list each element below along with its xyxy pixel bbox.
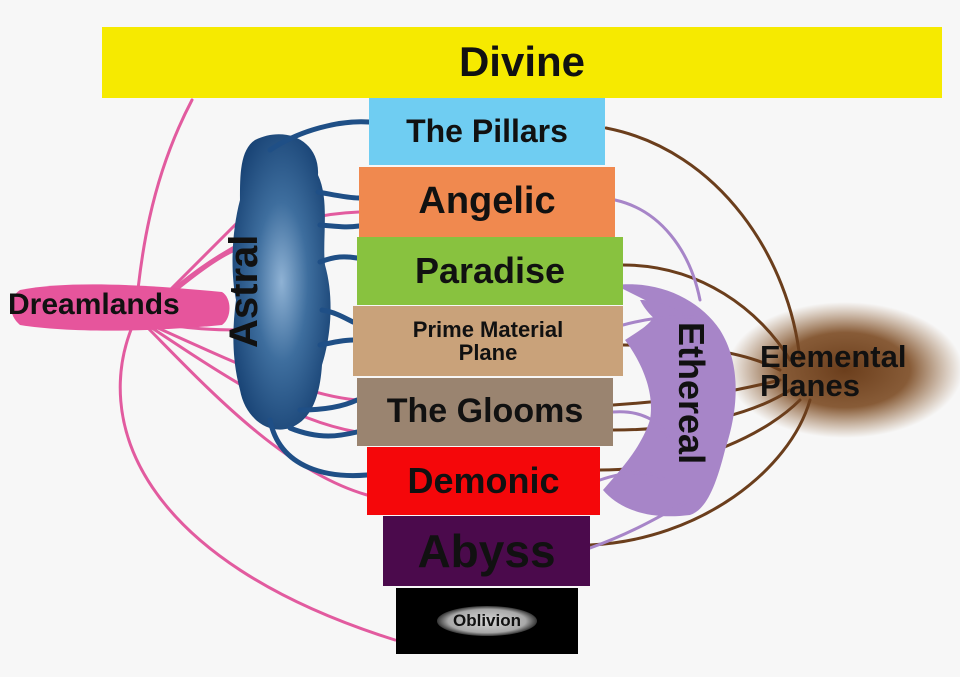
plane-the-pillars-label: The Pillars — [406, 115, 568, 149]
plane-the-glooms: The Glooms — [357, 378, 613, 446]
plane-abyss: Abyss — [383, 516, 590, 586]
plane-abyss-label: Abyss — [417, 527, 555, 575]
elemental-planes-label: Elemental Planes — [760, 342, 906, 401]
plane-prime-material-label-line1: Prime Material — [413, 318, 563, 341]
plane-demonic-label: Demonic — [407, 462, 559, 500]
elemental-planes-label-line2: Planes — [760, 371, 906, 400]
plane-oblivion-label: Oblivion — [437, 606, 537, 636]
plane-prime-material-label-line2: Plane — [459, 341, 518, 364]
ethereal-label: Ethereal — [670, 322, 712, 464]
plane-paradise: Paradise — [357, 237, 623, 305]
plane-the-pillars: The Pillars — [369, 98, 605, 165]
dreamlands-label: Dreamlands — [8, 288, 180, 322]
plane-divine-label: Divine — [459, 40, 585, 84]
plane-angelic-label: Angelic — [418, 182, 555, 222]
plane-oblivion: Oblivion — [396, 588, 578, 654]
elemental-planes-label-line1: Elemental — [760, 342, 906, 371]
plane-demonic: Demonic — [367, 447, 600, 515]
plane-the-glooms-label: The Glooms — [387, 394, 583, 430]
plane-divine: Divine — [102, 27, 942, 98]
plane-paradise-label: Paradise — [415, 252, 565, 290]
plane-angelic: Angelic — [359, 167, 615, 237]
plane-prime-material: Prime Material Plane — [353, 306, 623, 376]
astral-label: Astral — [222, 235, 267, 348]
